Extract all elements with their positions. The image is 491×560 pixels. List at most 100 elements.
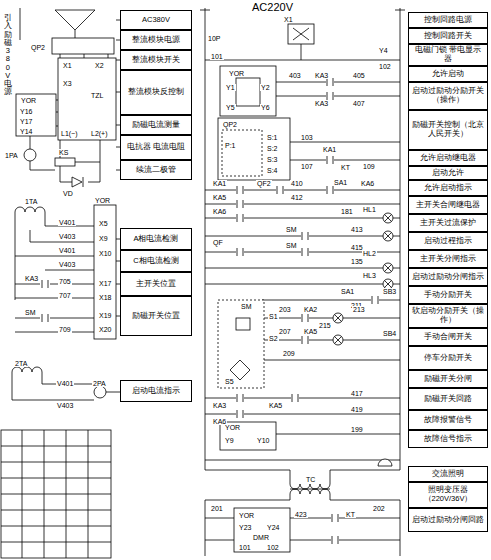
terminal-label: 181 xyxy=(340,208,354,215)
terminal-label: QP2 xyxy=(222,121,238,128)
box-text: 主开关合闸继电器 xyxy=(416,201,480,210)
terminal-label: X1 xyxy=(62,62,73,69)
terminal-label: Y1 xyxy=(225,84,236,91)
label-box: 允许启动指示 xyxy=(408,180,488,196)
terminal-label: L2(+) xyxy=(90,130,109,137)
contacts xyxy=(301,335,309,345)
terminal-label: TZL xyxy=(90,92,104,99)
terminal-label: Y24 xyxy=(266,524,280,531)
terminal-label: 423 xyxy=(294,511,308,518)
box-text: 故障信号指示 xyxy=(424,435,472,444)
terminal-label: KA1 xyxy=(212,180,227,187)
terminal-label: KA6 xyxy=(360,180,375,187)
excitation-circuit xyxy=(24,149,36,161)
excitation-circuit xyxy=(58,58,116,140)
contacts xyxy=(371,295,379,305)
terminal-label: KA3 xyxy=(314,100,329,107)
terminal-label: KA3 xyxy=(314,72,329,79)
box-text: 手动分励开关 xyxy=(424,291,472,300)
terminal-label: Y17 xyxy=(19,118,33,125)
label-box: 故障报警信号 xyxy=(408,410,488,430)
terminal-label: 199 xyxy=(350,426,364,433)
box-text: 启动过程指示 xyxy=(424,237,472,246)
terminal-label: 410 xyxy=(290,180,304,187)
terminal-label: SB3 xyxy=(382,288,397,295)
box-text: 停车分励开关 xyxy=(424,354,472,363)
terminal-label: 213 xyxy=(352,306,366,313)
contacts xyxy=(236,213,244,223)
label-box: 照明变压器（220V/36V） xyxy=(408,482,488,508)
contacts xyxy=(301,313,309,323)
excitation-circuit xyxy=(52,38,114,54)
component-boxes xyxy=(218,300,264,388)
box-text: 整流模块开关 xyxy=(132,56,180,65)
terminal-label: 102 xyxy=(378,63,392,70)
terminal-label: TC xyxy=(305,476,316,483)
terminal-label: S2 xyxy=(268,335,279,342)
label-box: 控制回路电源 xyxy=(408,12,488,28)
terminal-label: Y23 xyxy=(238,524,252,531)
terminal-label: HL1 xyxy=(362,206,377,213)
terminal-label: DMR xyxy=(252,534,270,541)
excitation-circuit xyxy=(55,158,75,166)
label-box: 手动合闸开关 xyxy=(408,328,488,346)
title-block-table xyxy=(1,430,111,558)
excitation-circuit xyxy=(41,279,49,289)
terminal-label: YOR xyxy=(228,70,245,77)
title-block-table xyxy=(1,430,111,558)
terminal-label: 1TA xyxy=(24,198,38,205)
terminal-label: S5 xyxy=(224,378,235,385)
label-box: 允许启动 xyxy=(408,66,488,82)
terminal-label: V403 xyxy=(58,233,76,240)
label-box: 停车分励开关 xyxy=(408,346,488,370)
component-boxes xyxy=(220,66,276,116)
box-text: 励磁开关回路 xyxy=(424,395,472,404)
terminal-label: Y2 xyxy=(260,84,271,91)
excitation-circuit xyxy=(16,94,56,136)
component-boxes xyxy=(222,130,262,176)
terminal-label: 412 xyxy=(290,194,304,201)
label-box: 励磁开关控制（北京人民开关） xyxy=(408,110,488,150)
component-boxes xyxy=(220,422,276,450)
terminal-label: KT xyxy=(340,164,351,171)
component-boxes xyxy=(205,470,400,494)
excitation-circuit xyxy=(12,8,120,400)
terminal-label: YOR xyxy=(238,512,255,519)
terminal-label: Y9 xyxy=(224,437,235,444)
terminal-label: 203 xyxy=(278,306,292,313)
excitation-circuit xyxy=(94,386,106,398)
terminal-label: SM xyxy=(240,303,253,310)
terminal-label: 403 xyxy=(288,72,302,79)
terminal-label: SA1 xyxy=(340,288,355,295)
box-text: 交流照明 xyxy=(432,470,464,479)
contacts xyxy=(326,155,334,165)
terminal-label: X3 xyxy=(62,80,73,87)
terminal-label: 709 xyxy=(58,326,72,333)
excitation-circuit xyxy=(72,177,83,187)
label-box: 续流二极管 xyxy=(120,160,192,180)
label-box: AC380V xyxy=(120,10,192,30)
terminal-label: YOR xyxy=(20,97,37,104)
terminal-label: 103 xyxy=(300,134,314,141)
terminal-label: 209 xyxy=(282,350,296,357)
terminal-label: P:1 xyxy=(224,142,237,149)
label-box: 启动过励动分闸回路 xyxy=(408,508,488,532)
label-box: 主开关过流保护 xyxy=(408,214,488,232)
label-box: 手动分励开关 xyxy=(408,286,488,304)
contacts xyxy=(276,185,284,195)
terminal-label: 102 xyxy=(266,544,280,551)
terminal-label: S1 xyxy=(268,313,279,320)
terminal-label: L1(−) xyxy=(60,130,79,137)
label-box: C相电流检测 xyxy=(120,250,192,272)
box-text: 启动允许 xyxy=(432,169,464,178)
terminal-label: 202 xyxy=(372,505,386,512)
label-box: 控制回路开关 xyxy=(408,28,488,44)
label-box: A相电流检测 xyxy=(120,228,192,250)
component-boxes xyxy=(236,318,250,330)
terminal-label: KA6 xyxy=(212,208,227,215)
box-text: 允许启动指示 xyxy=(424,184,472,193)
terminal-label: HL2 xyxy=(362,250,377,257)
box-text: 励磁开关分闸 xyxy=(424,375,472,384)
diagram-title: AC220V xyxy=(252,1,293,13)
